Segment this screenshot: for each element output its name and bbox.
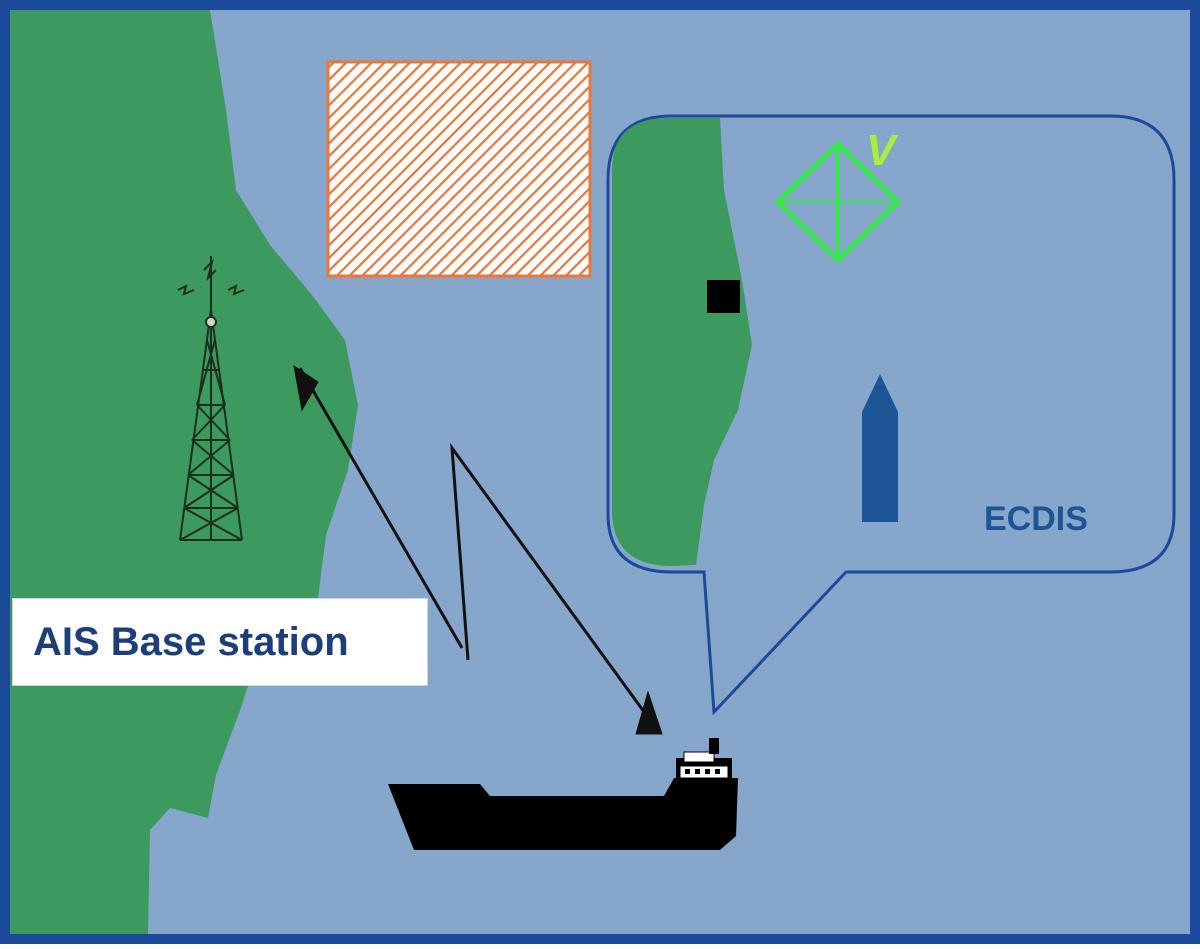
ecdis-land <box>612 118 752 566</box>
ecdis-label: ECDIS <box>984 500 1088 538</box>
base-station-label-box: AIS Base station <box>12 598 428 686</box>
ecdis-callout <box>606 114 1176 716</box>
ecdis-tower-symbol <box>707 280 740 313</box>
base-station-label: AIS Base station <box>33 619 349 664</box>
cargo-ship-icon <box>388 738 738 850</box>
radio-tower-icon <box>177 256 245 541</box>
virtual-aton-icon <box>774 140 902 264</box>
virtual-aton-letter: V <box>866 126 896 175</box>
link-arrow-tower <box>293 364 464 649</box>
own-ship-symbol-icon <box>862 374 898 522</box>
radio-link-zigzag <box>450 442 663 735</box>
restricted-area <box>326 60 592 278</box>
land-mass <box>10 10 358 934</box>
